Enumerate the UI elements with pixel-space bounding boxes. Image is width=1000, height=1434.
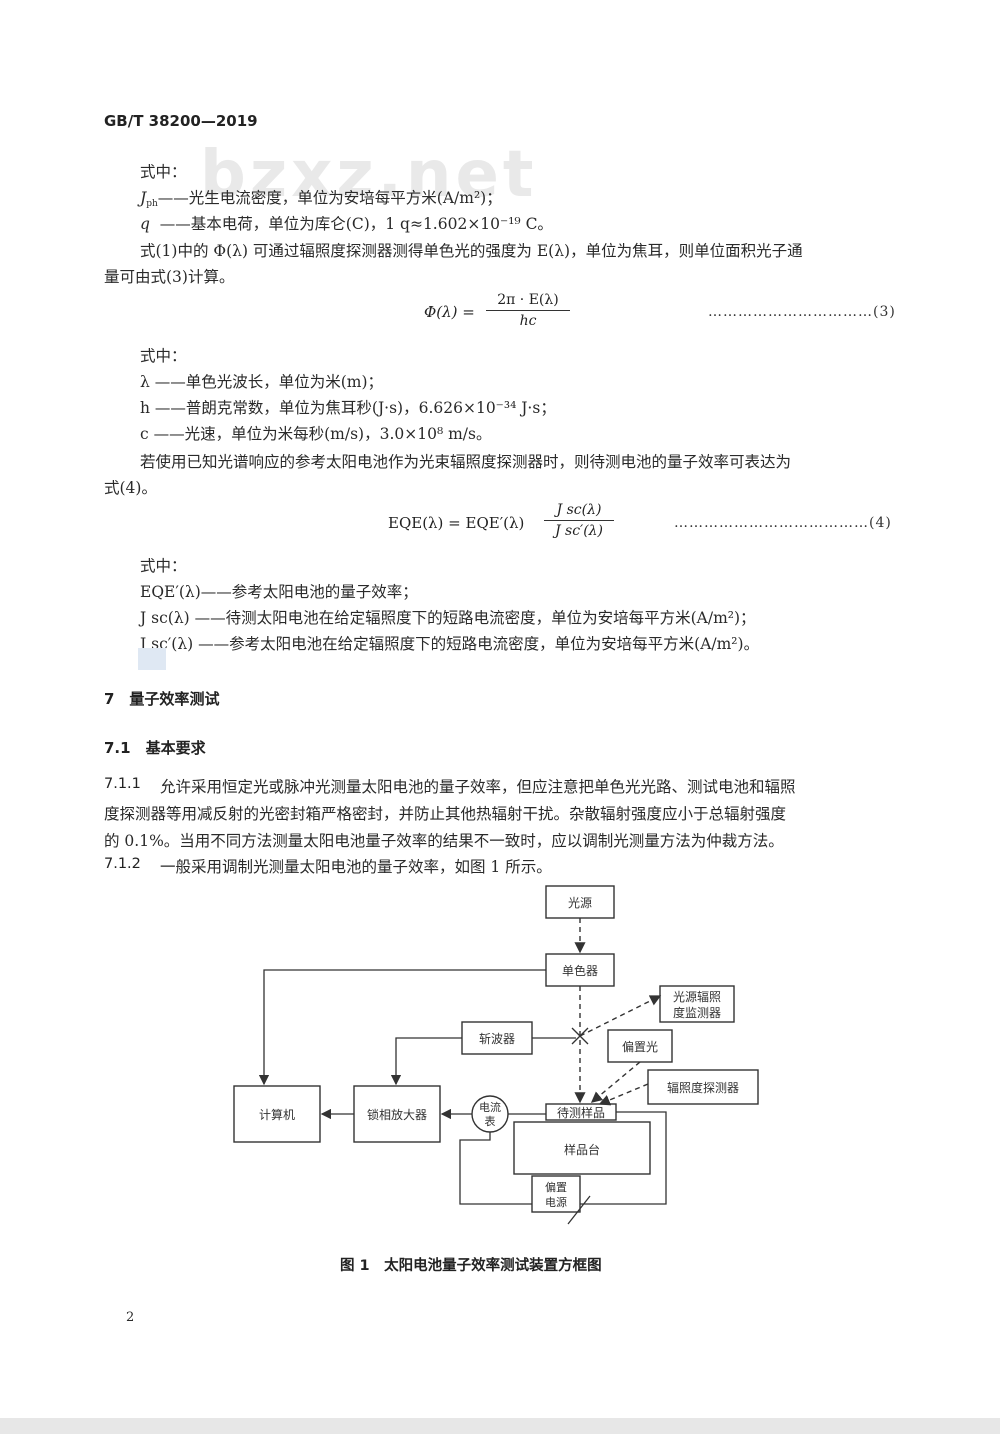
lambda-definition: λ ——单色光波长，单位为米(m)； bbox=[140, 373, 384, 391]
monochromator-label: 单色器 bbox=[562, 964, 598, 978]
shizhong-label-2: 式中： bbox=[140, 347, 187, 365]
clause-7-1-1-line2: 度探测器等用减反射的光密封箱严格密封，并防止其他热辐射干扰。杂散辐射强度应小于总… bbox=[104, 805, 787, 823]
paragraph-eq1-line1: 式(1)中的 Φ(λ) 可通过辐照度探测器测得单色光的强度为 E(λ)，单位为焦… bbox=[140, 242, 803, 260]
ammeter-return-loop bbox=[459, 1132, 532, 1205]
figure-caption: 图 1 太阳电池量子效率测试装置方框图 bbox=[340, 1258, 602, 1274]
bias-light-label: 偏置光 bbox=[622, 1039, 658, 1054]
h-definition: h ——普朗克常数，单位为焦耳秒(J·s)，6.626×10⁻³⁴ J·s； bbox=[140, 399, 556, 417]
small-stamp-mark bbox=[138, 648, 166, 670]
paragraph-eq4-line2: 式(4)。 bbox=[104, 479, 157, 497]
source-irr-monitor-label-2: 度监测器 bbox=[673, 1005, 721, 1020]
q-symbol: q bbox=[140, 215, 150, 233]
light-path-to-monitor bbox=[579, 995, 662, 1037]
clause-7-1-1-line3: 的 0.1%。当用不同方法测量太阳电池量子效率的结果不一致时，应以调制光测量方法… bbox=[104, 832, 784, 850]
ammeter-label-2: 表 bbox=[485, 1114, 496, 1128]
paragraph-eq1-line2: 量可由式(3)计算。 bbox=[104, 268, 235, 286]
section-7-title: 7 量子效率测试 bbox=[104, 690, 220, 708]
bias-supply-label-2: 电源 bbox=[545, 1195, 567, 1209]
clause-7-1-1-number: 7.1.1 bbox=[104, 776, 141, 792]
bias-supply-loop bbox=[580, 1111, 667, 1205]
eq3-lhs: Φ(λ) = bbox=[424, 303, 475, 321]
bias-supply-box bbox=[531, 1175, 581, 1213]
bias-light-path bbox=[590, 1061, 641, 1103]
jsc-definition: J sc(λ) ——待测太阳电池在给定辐照度下的短路电流密度，单位为安培每平方米… bbox=[140, 609, 756, 627]
chopper-label: 斩波器 bbox=[479, 1032, 515, 1046]
computer-label: 计算机 bbox=[259, 1107, 295, 1122]
eq4-denominator: J sc′(λ) bbox=[554, 523, 604, 539]
eq4-fraction: J sc(λ) J sc′(λ) bbox=[544, 502, 614, 539]
standard-number: GB/T 38200—2019 bbox=[104, 112, 258, 130]
ammeter-label-1: 电流 bbox=[479, 1100, 501, 1114]
eq4-numerator: J sc(λ) bbox=[556, 502, 602, 518]
light-source-label: 光源 bbox=[568, 896, 592, 910]
detector-light-path bbox=[598, 1083, 649, 1106]
jph-definition: Jph——光生电流密度，单位为安培每平方米(A/m²)； bbox=[140, 186, 502, 209]
irradiance-detector-box bbox=[647, 1069, 759, 1105]
eq3-numerator: 2π · E(λ) bbox=[497, 292, 559, 308]
shizhong-label-3: 式中： bbox=[140, 557, 187, 575]
setup-block-diagram: 光源 单色器 光源辐照 度监测器 斩波器 偏置光 辐照度探测器 计算机 锁相放大… bbox=[233, 885, 759, 1225]
jph-symbol: J bbox=[140, 189, 147, 207]
sample-label: 待测样品 bbox=[557, 1105, 605, 1120]
sample-stage-box bbox=[513, 1121, 651, 1175]
clause-7-1-2-number: 7.1.2 bbox=[104, 856, 141, 872]
source-irr-monitor-label-1: 光源辐照 bbox=[673, 989, 721, 1004]
c-definition: c ——光速，单位为米每秒(m/s)，3.0×10⁸ m/s。 bbox=[140, 425, 492, 443]
eqe-ref-definition: EQE′(λ)——参考太阳电池的量子效率； bbox=[140, 583, 418, 601]
eq3-denominator: hc bbox=[519, 313, 537, 329]
q-definition: q ——基本电荷，单位为库仑(C)，1 q≈1.602×10⁻¹⁹ C。 bbox=[140, 212, 553, 234]
beam-splitter-cross bbox=[571, 1027, 589, 1045]
mono-to-computer-line bbox=[258, 969, 546, 1086]
paragraph-eq4-line1: 若使用已知光谱响应的参考太阳电池作为光束辐照度探测器时，则待测电池的量子效率可表… bbox=[140, 453, 792, 471]
eq4-fraction-bar bbox=[544, 520, 614, 521]
variable-resistor-mark bbox=[567, 1195, 591, 1225]
shizhong-label-1: 式中： bbox=[140, 163, 187, 181]
eq3-fraction: 2π · E(λ) hc bbox=[486, 292, 570, 329]
clause-7-1-1-line1: 允许采用恒定光或脉冲光测量太阳电池的量子效率，但应注意把单色光光路、测试电池和辐… bbox=[160, 778, 796, 796]
page-number: 2 bbox=[126, 1310, 135, 1325]
eq3-fraction-bar bbox=[486, 310, 570, 311]
q-description: ——基本电荷，单位为库仑(C)，1 q≈1.602×10⁻¹⁹ C。 bbox=[159, 215, 553, 233]
watermark-text: bzxz.net bbox=[200, 138, 538, 212]
bottom-scroll-bar bbox=[0, 1418, 1000, 1434]
jsc-ref-definition: J sc′(λ) ——参考太阳电池在给定辐照度下的短路电流密度，单位为安培每平方… bbox=[140, 635, 760, 653]
clause-7-1-2-text: 一般采用调制光测量太阳电池的量子效率，如图 1 所示。 bbox=[160, 858, 552, 876]
jph-subscript: ph bbox=[146, 199, 158, 209]
jph-description: ——光生电流密度，单位为安培每平方米(A/m²)； bbox=[157, 189, 502, 207]
irradiance-detector-label: 辐照度探测器 bbox=[667, 1080, 739, 1095]
section-7-1-title: 7.1 基本要求 bbox=[104, 739, 206, 757]
bias-supply-label-1: 偏置 bbox=[545, 1180, 567, 1194]
computer-box bbox=[233, 1085, 321, 1143]
eq4-lhs: EQE(λ) = EQE′(λ) bbox=[388, 514, 525, 532]
eq3-number: ……………………………(3) bbox=[708, 304, 896, 320]
eq4-number: …………………………………(4) bbox=[674, 515, 892, 531]
stage-label: 样品台 bbox=[564, 1142, 600, 1157]
chopper-to-lockin-line bbox=[390, 1037, 462, 1086]
lockin-label: 锁相放大器 bbox=[367, 1107, 427, 1122]
